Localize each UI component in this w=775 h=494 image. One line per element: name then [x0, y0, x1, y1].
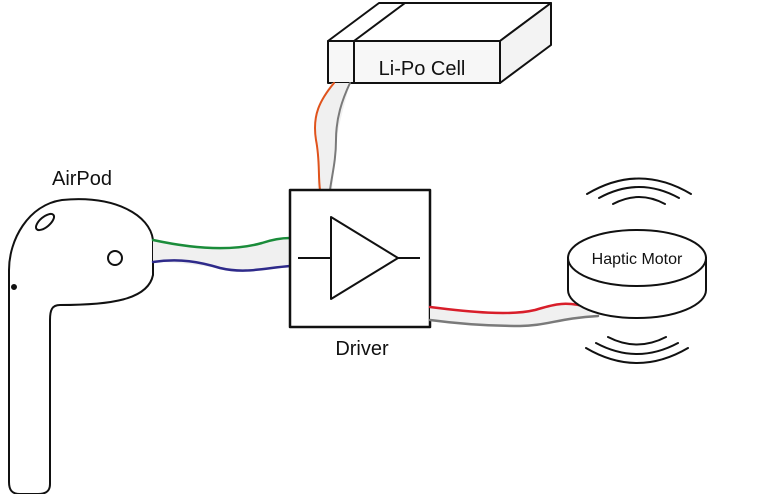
- vibration-wave-top-outer: [586, 177, 692, 195]
- vibration-wave-bottom-middle: [595, 342, 679, 355]
- battery-positive-wire: [314, 82, 335, 191]
- airpod-label: AirPod: [52, 168, 112, 190]
- airpod-mic-dot: [11, 284, 17, 290]
- vibration-wave-top-middle: [598, 186, 680, 199]
- driver-label: Driver: [335, 338, 389, 360]
- motor-negative-wire: [428, 314, 600, 328]
- vibration-waves-bottom: [585, 336, 689, 364]
- battery-ribbon-fill: [315, 83, 350, 190]
- battery: [327, 2, 552, 84]
- battery-negative-wire: [329, 82, 351, 191]
- vibration-waves-top: [586, 177, 692, 205]
- vibration-wave-bottom-inner: [607, 336, 667, 346]
- motor-label: Haptic Motor: [592, 251, 683, 268]
- vibration-wave-top-inner: [612, 196, 666, 205]
- battery-wires: [314, 82, 351, 191]
- haptic-motor: [567, 229, 707, 319]
- motor-positive-wire: [428, 302, 592, 315]
- airpod: [8, 198, 154, 494]
- motor-ribbon-fill: [430, 303, 590, 326]
- battery-front-face: [327, 40, 501, 84]
- motor-top: [567, 229, 707, 287]
- driver: [288, 188, 432, 329]
- airpod-body: [8, 198, 154, 494]
- battery-label: Li-Po Cell: [379, 58, 466, 80]
- airpod-grill: [34, 212, 56, 232]
- audio-wires: [151, 236, 292, 272]
- audio-wire-1: [151, 236, 292, 250]
- vibration-wave-bottom-outer: [585, 347, 689, 364]
- audio-wire-2: [151, 259, 292, 272]
- battery-top-divider: [353, 2, 406, 42]
- motor-wires: [428, 302, 600, 328]
- airpod-sensor: [107, 250, 123, 266]
